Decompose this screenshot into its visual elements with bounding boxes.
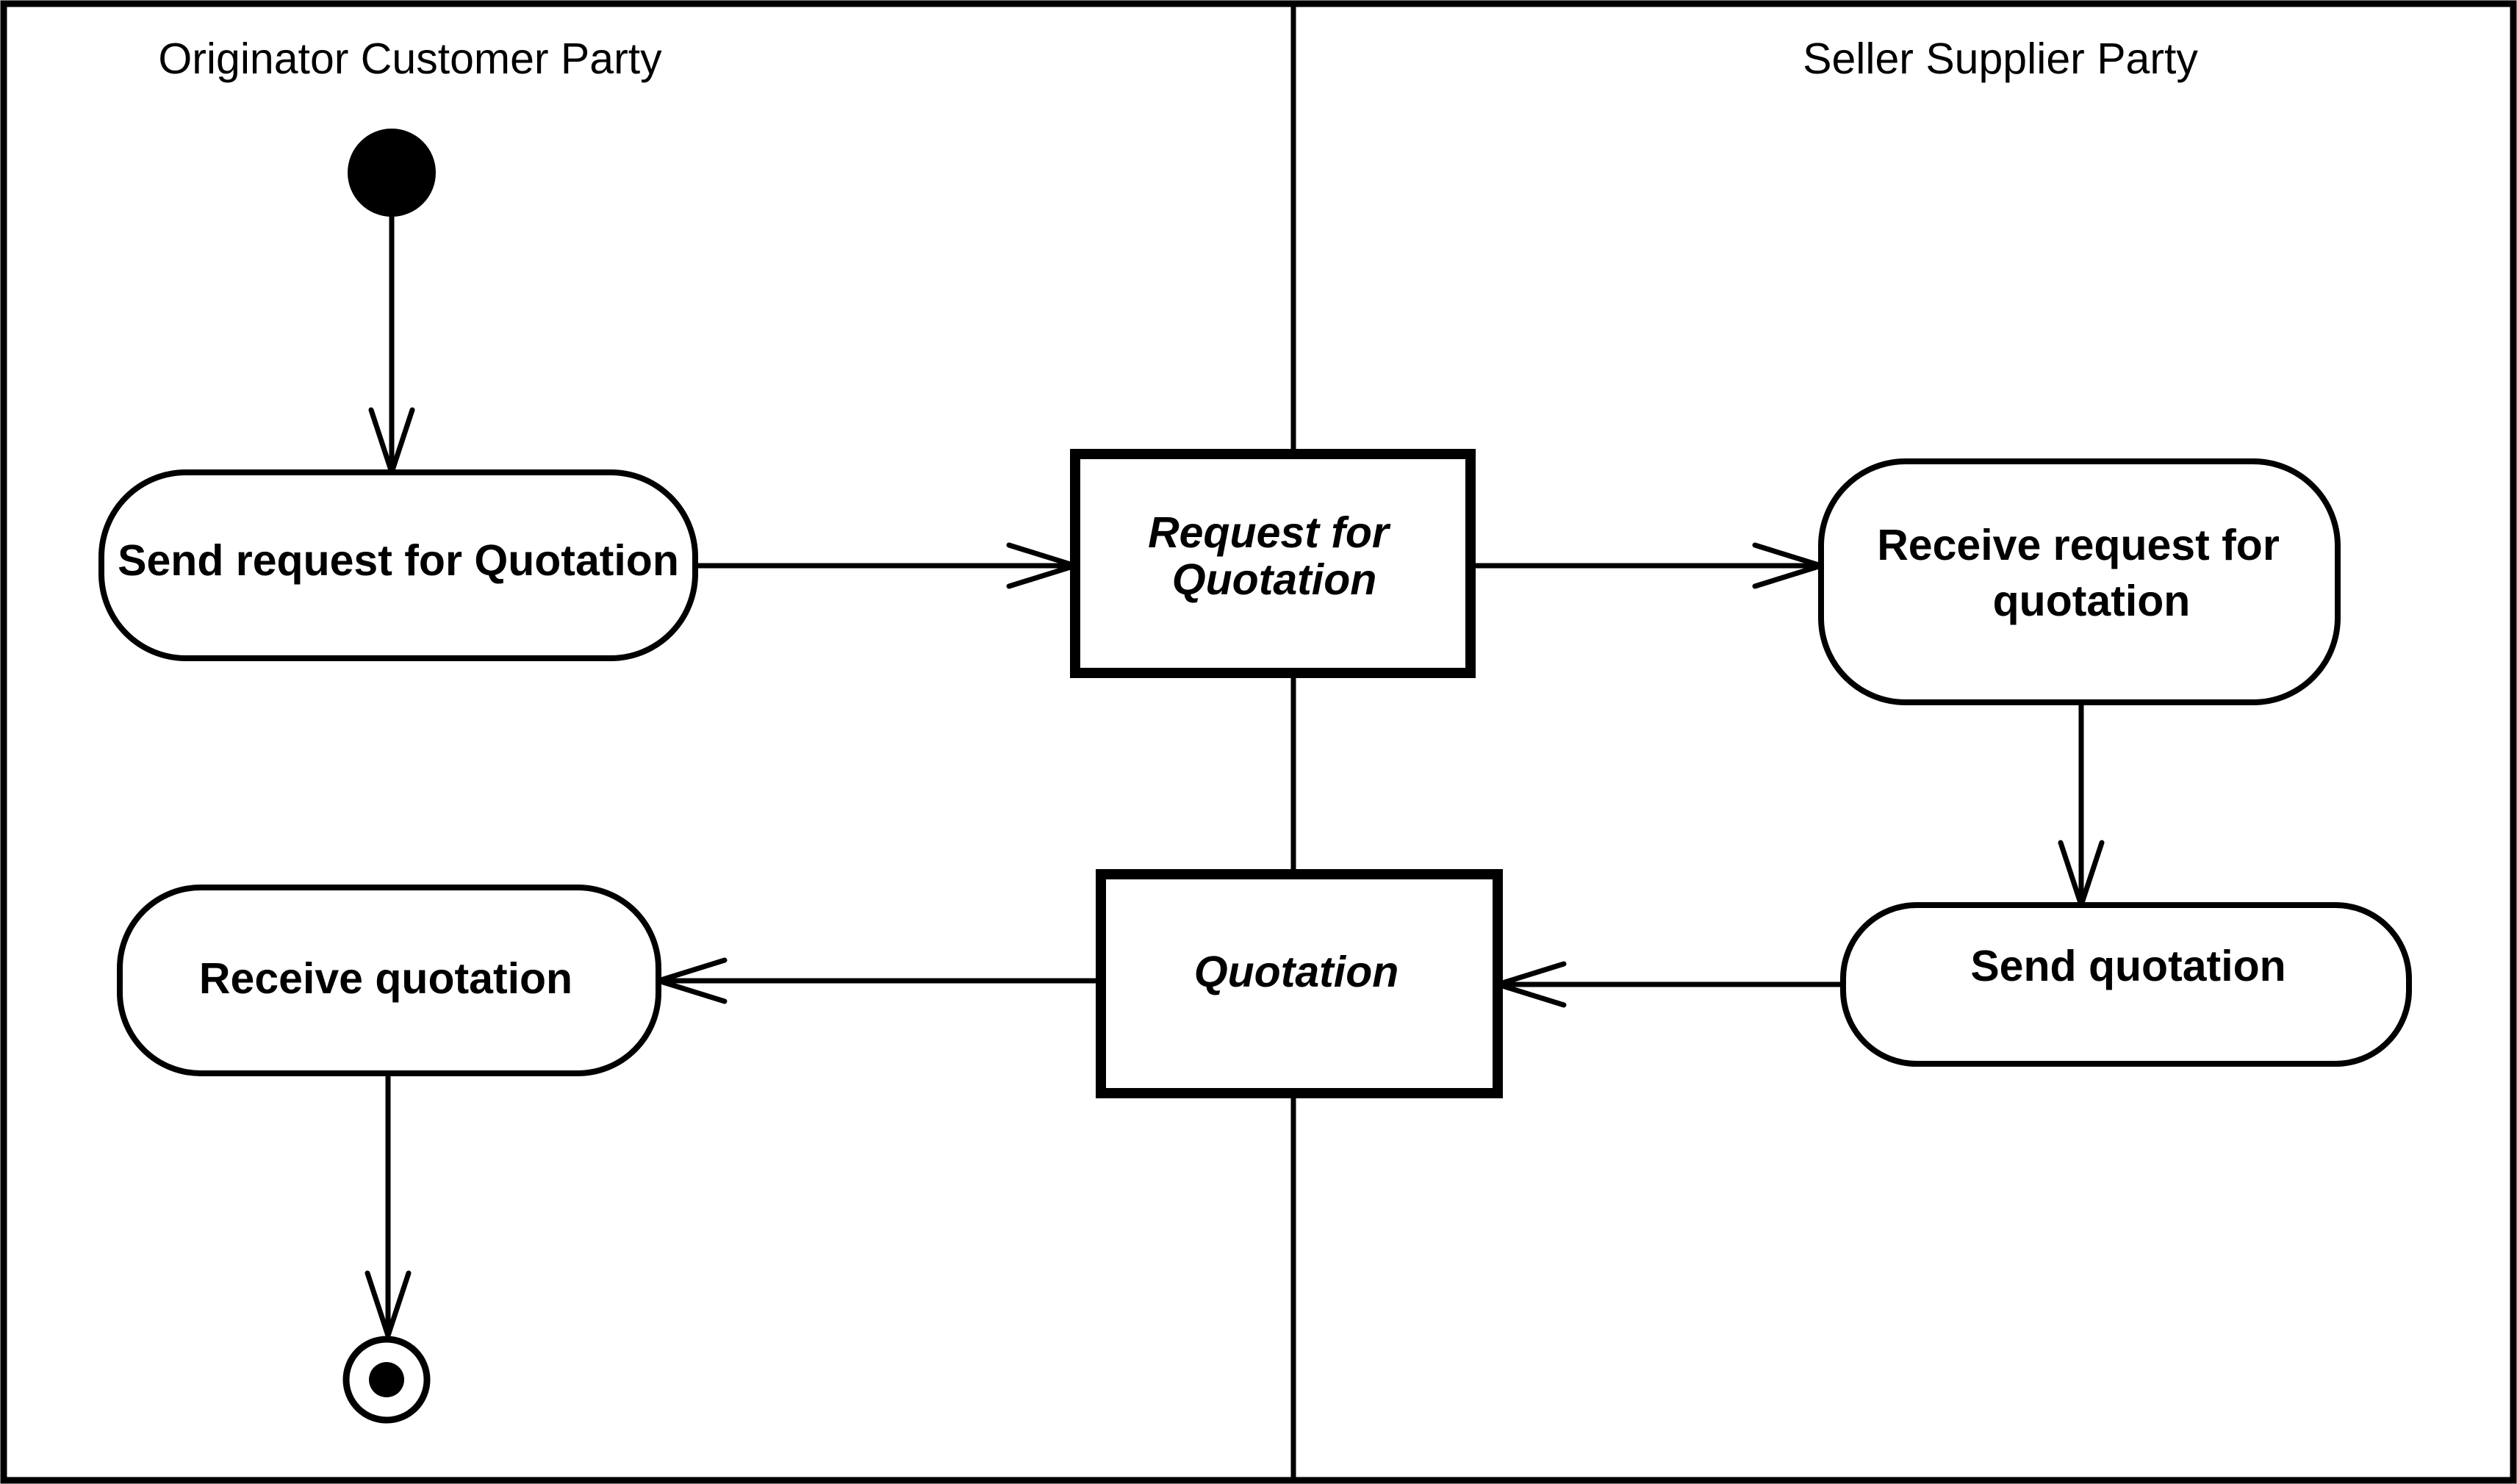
object-request-label-line2: Quotation xyxy=(1172,555,1377,604)
flow-start-to-send-request xyxy=(368,214,415,475)
flow-receive-request-to-send-quotation xyxy=(2058,699,2105,908)
flow-object-to-receive-quotation xyxy=(656,957,1104,1004)
flow-receive-quotation-to-end xyxy=(365,1070,412,1339)
object-quotation-label: Quotation xyxy=(1194,948,1399,996)
action-receive-request: Receive request for quotation xyxy=(1818,458,2341,705)
action-receive-request-label-line2: quotation xyxy=(1993,577,2191,625)
action-receive-quotation: Receive quotation xyxy=(117,885,661,1076)
object-request-for-quotation: Request for Quotation xyxy=(1070,449,1476,678)
action-send-quotation-label: Send quotation xyxy=(1970,942,2286,990)
final-node xyxy=(342,1336,431,1424)
action-send-quotation: Send quotation xyxy=(1840,902,2412,1067)
flow-object-to-receive-request xyxy=(1468,542,1824,589)
lane-title-seller: Seller Supplier Party xyxy=(1803,35,2198,83)
lane-title-originator: Originator Customer Party xyxy=(158,35,662,83)
flow-send-request-to-object xyxy=(692,542,1078,589)
action-receive-quotation-label: Receive quotation xyxy=(199,954,572,1003)
object-quotation: Quotation xyxy=(1096,869,1503,1098)
flow-send-quotation-to-object xyxy=(1495,961,1846,1008)
action-send-request-label: Send request for Quotation xyxy=(118,536,679,585)
initial-node xyxy=(348,129,436,217)
action-receive-request-label-line1: Receive request for xyxy=(1877,521,2280,569)
action-send-request: Send request for Quotation xyxy=(98,469,698,661)
object-request-label-line1: Request for xyxy=(1148,508,1391,557)
